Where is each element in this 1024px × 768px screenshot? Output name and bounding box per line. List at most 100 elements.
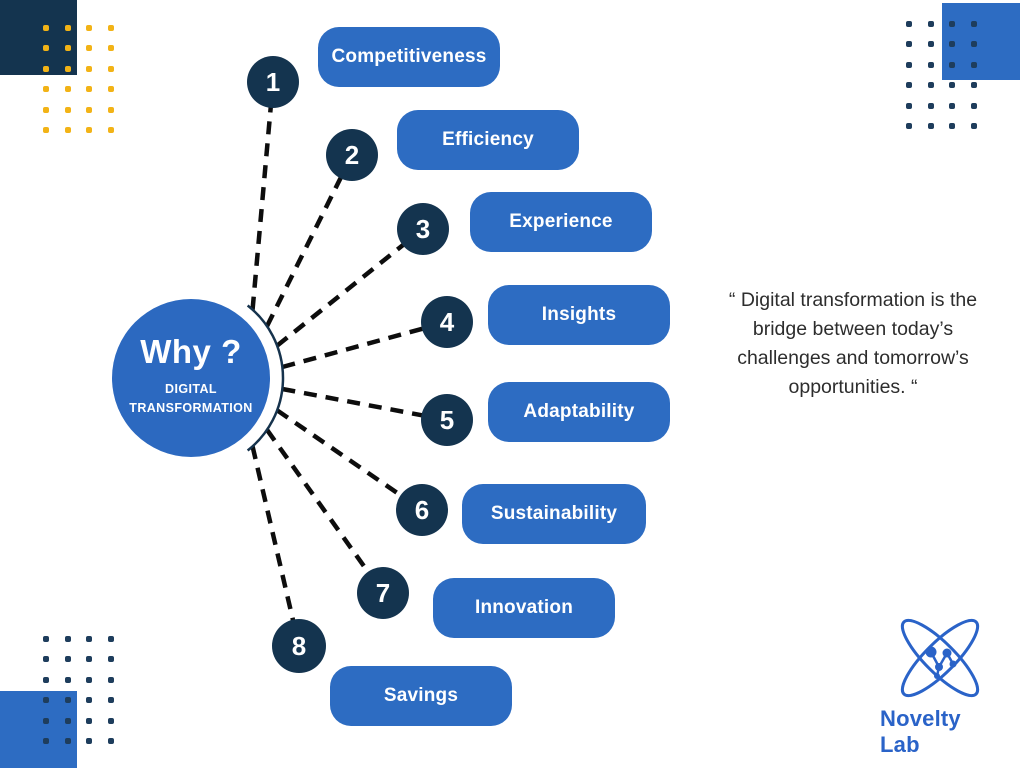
decor-dot [107,127,114,133]
decor-dot [43,86,49,93]
decor-dot [64,86,71,93]
brand-name: Novelty Lab [880,706,961,757]
decor-dot [970,41,977,48]
reason-pill-competitiveness: Competitiveness [318,27,500,87]
decor-dot [86,738,92,744]
central-title: Why ? [140,333,242,371]
decor-dot [107,106,114,113]
central-topic-circle: Why ? DIGITAL TRANSFORMATION [112,299,270,457]
decor-dot [970,82,977,89]
step-badge-7: 7 [357,567,409,619]
decor-dot [64,127,71,133]
dashed-connector-1 [250,81,276,310]
decor-dot [970,102,977,109]
step-badge-6: 6 [396,484,448,536]
decor-dot [43,738,49,744]
decor-dot [107,676,114,683]
decor-dot [970,123,977,129]
decor-dot [906,102,912,109]
decor-dot [86,106,92,113]
decor-dot [107,25,114,31]
dashed-connector-5 [281,386,448,423]
decor-dot [64,697,71,704]
decor-square-bottom-left [0,691,77,768]
decor-dot [107,717,114,724]
quote-line: “ Digital transformation is the [728,289,978,311]
decor-dot [43,45,49,52]
quote-line: opportunities. “ [788,376,918,398]
brand-logo: Novelty Lab [880,618,1000,758]
dashed-connector-8 [250,445,302,647]
decor-dot [927,102,934,109]
step-badge-1: 1 [247,56,299,108]
central-subtitle: DIGITAL TRANSFORMATION [129,380,252,416]
decor-dot [64,25,71,31]
decor-dot [906,21,912,27]
decor-dot [43,656,49,663]
step-badge-8: 8 [272,619,326,673]
quote-text: “ Digital transformation is the bridge b… [700,286,1006,402]
decor-dot [86,25,92,31]
decor-dot [107,656,114,663]
reason-pill-efficiency: Efficiency [397,110,579,170]
decor-dot [906,82,912,89]
atom-logo-icon [900,618,980,698]
decor-dot [906,61,912,68]
reason-pill-savings: Savings [330,666,512,726]
decor-dot [43,717,49,724]
step-badge-2: 2 [326,129,378,181]
reason-pill-innovation: Innovation [433,578,615,638]
decor-dot [43,127,49,133]
decor-dot [949,61,955,68]
decor-dot [906,41,912,48]
decor-dot [86,127,92,133]
decor-dot [64,717,71,724]
central-subtitle-line1: DIGITAL [165,382,217,397]
decor-dot [927,41,934,48]
decor-dot [927,61,934,68]
decor-dot [64,676,71,683]
decor-dot [86,697,92,704]
decor-dot [43,65,49,72]
decor-dot [86,45,92,52]
decor-dot [949,82,955,89]
decor-dot [970,61,977,68]
decor-dot [43,676,49,683]
decor-dot [107,86,114,93]
decor-dot [949,123,955,129]
reason-pill-insights: Insights [488,285,670,345]
decor-dot [107,65,114,72]
dashed-connector-2 [264,153,355,328]
dashed-connector-3 [275,227,425,348]
dashed-connector-6 [275,408,424,512]
decor-dot [107,636,114,642]
decor-dot [64,65,71,72]
decor-dot [86,717,92,724]
dashed-connector-7 [265,428,385,595]
decor-dot [86,65,92,72]
decor-dot [43,25,49,31]
reason-pill-adaptability: Adaptability [488,382,670,442]
decor-dot [86,636,92,642]
decor-dot [64,738,71,744]
decor-dot [949,41,955,48]
decor-dot [949,21,955,27]
decor-dot [949,102,955,109]
decor-dot [927,123,934,129]
quote-line: challenges and tomorrow’s [737,347,969,369]
decor-dot [107,738,114,744]
decor-dot [64,656,71,663]
dashed-connector-4 [281,319,448,370]
step-badge-5: 5 [421,394,473,446]
reason-pill-experience: Experience [470,192,652,252]
decor-dot [107,697,114,704]
decor-dot [107,45,114,52]
decor-dot [927,82,934,89]
reason-pill-sustainability: Sustainability [462,484,646,544]
decor-dot [43,106,49,113]
step-badge-4: 4 [421,296,473,348]
